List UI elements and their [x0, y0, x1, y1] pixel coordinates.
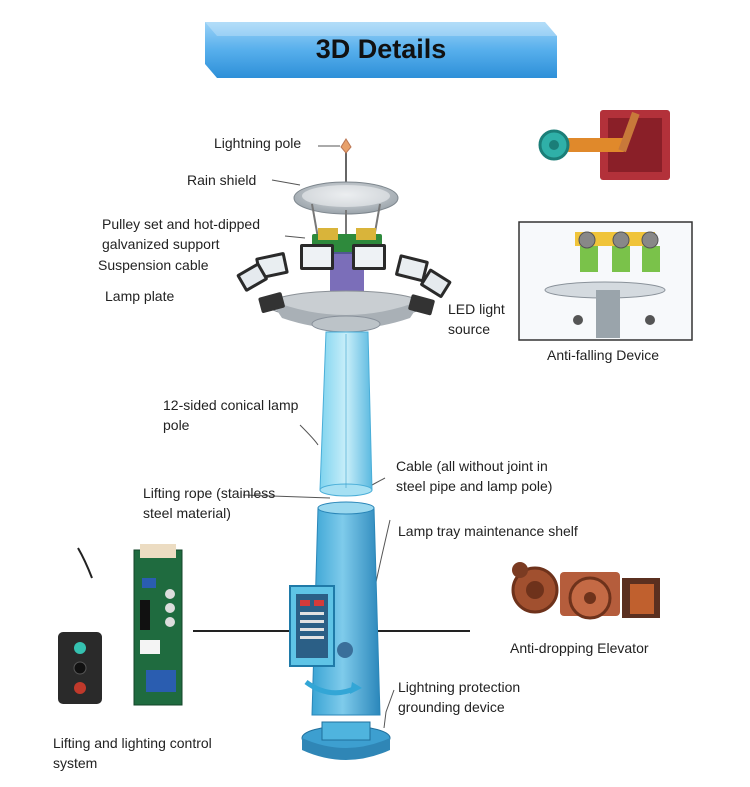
label-led-2: source: [448, 321, 491, 337]
label-rain-shield: Rain shield: [187, 172, 257, 188]
base-flange: [301, 721, 391, 760]
label-control-system-1: Lifting and lighting control: [53, 735, 212, 751]
pulley-machine-image: [538, 110, 670, 180]
label-control-system-2: system: [53, 755, 98, 771]
control-cabinet: [289, 585, 353, 667]
title-banner: [205, 22, 557, 78]
page-title: 3D Details: [315, 34, 447, 64]
label-conical-pole-1: 12-sided conical lamp: [163, 397, 299, 413]
label-anti-falling-device: Anti-falling Device: [547, 347, 660, 363]
leader-lines: [242, 145, 395, 729]
label-lifting-rope-1: Lifting rope (stainless: [143, 485, 276, 501]
remote-controller-image: [58, 547, 102, 704]
label-led-1: LED light: [448, 301, 505, 317]
anti-dropping-elevator-image: [511, 562, 660, 620]
label-lightning-pole: Lightning pole: [214, 135, 302, 151]
lightning-rod: [340, 138, 352, 185]
label-lightning-protection-1: Lightning protection: [398, 679, 521, 695]
label-cable-2: steel pipe and lamp pole): [396, 478, 553, 494]
conical-pole-upper: [319, 331, 373, 497]
floodlights: [236, 244, 452, 316]
rain-shield: [293, 181, 399, 240]
label-anti-dropping-elevator: Anti-dropping Elevator: [510, 640, 649, 656]
anti-falling-device-image: [518, 221, 693, 341]
label-pulley-set-2: galvanized support: [102, 236, 220, 252]
label-cable-1: Cable (all without joint in: [396, 458, 548, 474]
label-maintenance-shelf: Lamp tray maintenance shelf: [398, 523, 578, 539]
label-suspension-cable: Suspension cable: [98, 257, 209, 273]
label-pulley-set-1: Pulley set and hot-dipped: [102, 216, 260, 232]
label-lightning-protection-2: grounding device: [398, 699, 505, 715]
label-conical-pole-2: pole: [163, 417, 190, 433]
control-board-image: [133, 544, 183, 706]
label-lifting-rope-2: steel material): [143, 505, 231, 521]
label-lamp-plate: Lamp plate: [105, 288, 175, 304]
lamp-plate: [267, 290, 425, 333]
